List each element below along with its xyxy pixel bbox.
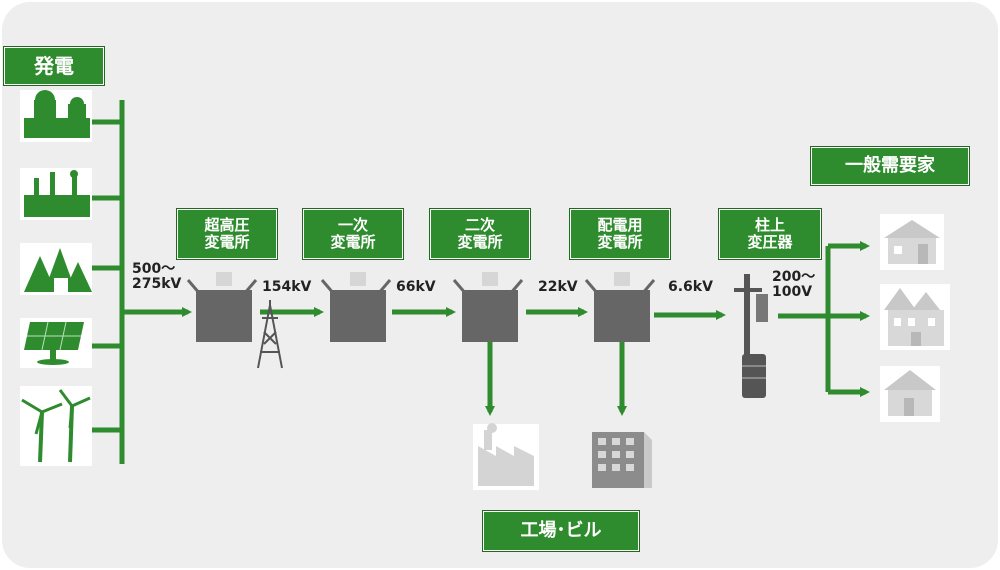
label-secondary-substation: 二次 変電所 (429, 208, 531, 260)
transformer-icon (584, 272, 656, 342)
transformer-icon (320, 272, 392, 342)
customer-branch (778, 241, 870, 397)
pole-transformer-icon (734, 274, 768, 398)
voltage-6-6kv: 6.6kV (668, 279, 713, 295)
voltage-154kv: 154kV (262, 279, 312, 295)
voltage-22kv: 22kV (538, 279, 578, 295)
voltage-66kv: 66kV (396, 279, 436, 295)
house-icon (880, 284, 950, 350)
generation-bus (92, 100, 125, 464)
house-icon (880, 214, 944, 270)
power-plant-icon (20, 90, 92, 142)
transmission-tower-icon (257, 300, 283, 369)
flow-arrows (122, 307, 726, 416)
label-primary-substation: 一次 変電所 (302, 208, 404, 260)
solar-panel-icon (20, 318, 92, 368)
factory-icon (473, 423, 539, 490)
label-ultra-high-substation: 超高圧 変電所 (176, 208, 278, 260)
transformer-icon (186, 272, 258, 342)
wind-turbine-icon (20, 386, 92, 466)
label-pole-transformer: 柱上 変圧器 (718, 208, 822, 260)
label-general-consumers: 一般需要家 (810, 146, 970, 186)
house-icon (880, 366, 940, 422)
office-building-icon (592, 432, 652, 488)
hydro-forest-icon (20, 243, 92, 295)
factory-plant-icon (20, 168, 92, 220)
voltage-200-100v: 200～ 100V (772, 269, 816, 300)
label-generation: 発電 (3, 46, 105, 86)
voltage-500-275kv: 500～ 275kV (132, 261, 182, 292)
label-factories-buildings: 工場･ビル (482, 510, 640, 552)
label-distribution-substation: 配電用 変電所 (569, 208, 671, 260)
transformer-icon (452, 272, 524, 342)
